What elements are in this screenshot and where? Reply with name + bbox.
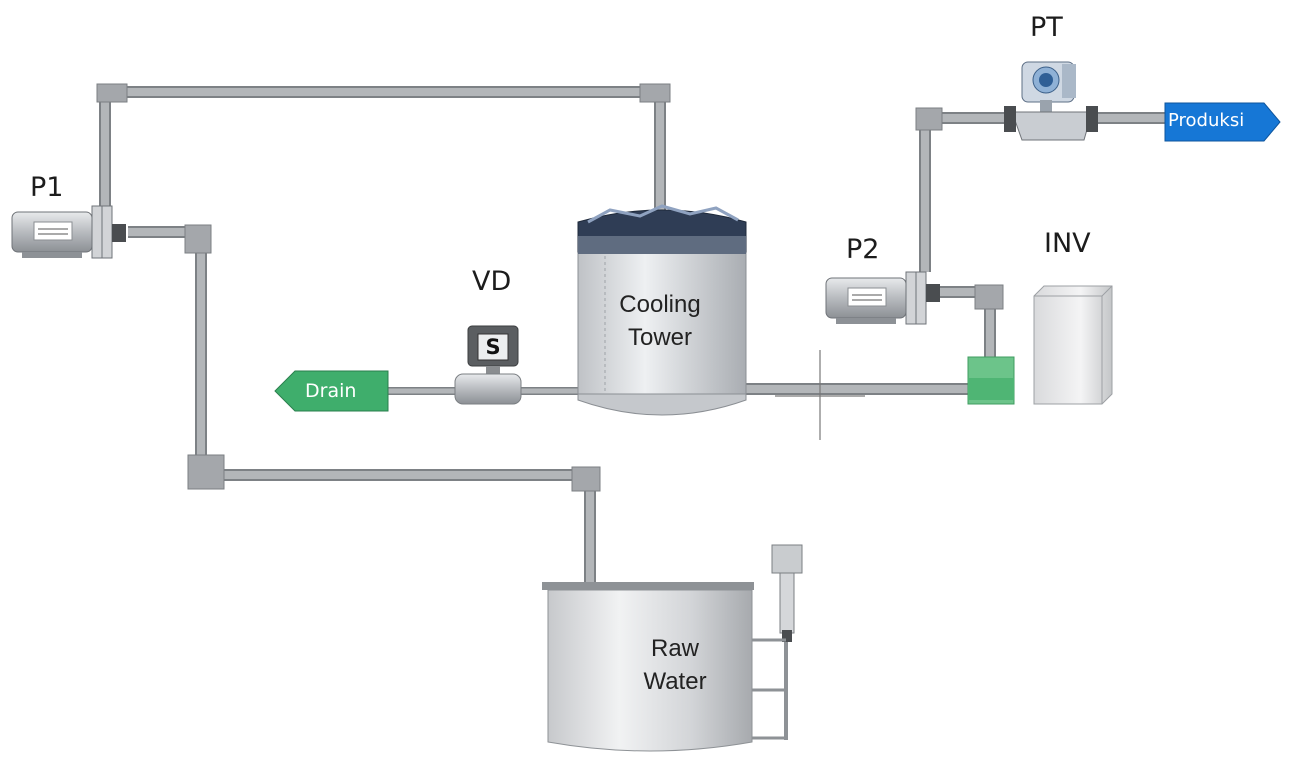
produksi-tag[interactable] [1164,102,1281,142]
highlighted-elbow [967,356,1015,405]
drain-tag-label: Drain [305,380,357,402]
pipe-p1-to-tower [99,86,666,212]
cooling-tower-icon [577,204,747,416]
label-p1: P1 [30,172,64,203]
raw-water-label-line1: Raw [650,635,699,662]
pump-p2-icon[interactable] [825,271,940,325]
cooling-tower-label-line1: Cooling [619,291,701,318]
label-inv: INV [1044,228,1091,259]
pipe-elbows [96,83,1004,492]
produksi-tag-label: Produksi [1168,110,1245,131]
valve-symbol: S [485,335,501,359]
solenoid-valve-vd-icon[interactable] [454,325,522,405]
pipe-p2-to-produksi [919,112,1010,272]
label-pt: PT [1030,12,1063,43]
label-p2: P2 [846,234,880,265]
drain-tag[interactable] [274,370,389,412]
crosshair-cursor-icon [775,350,865,440]
inverter-cabinet-icon [1033,285,1113,405]
pump-p1-icon[interactable] [11,205,126,259]
raw-water-tank-icon [542,544,803,752]
flow-transmitter-pt-icon[interactable] [1004,61,1098,141]
label-vd: VD [472,266,512,297]
raw-water-label-line2: Water [643,668,707,695]
cooling-tower-label-line2: Tower [627,324,693,351]
